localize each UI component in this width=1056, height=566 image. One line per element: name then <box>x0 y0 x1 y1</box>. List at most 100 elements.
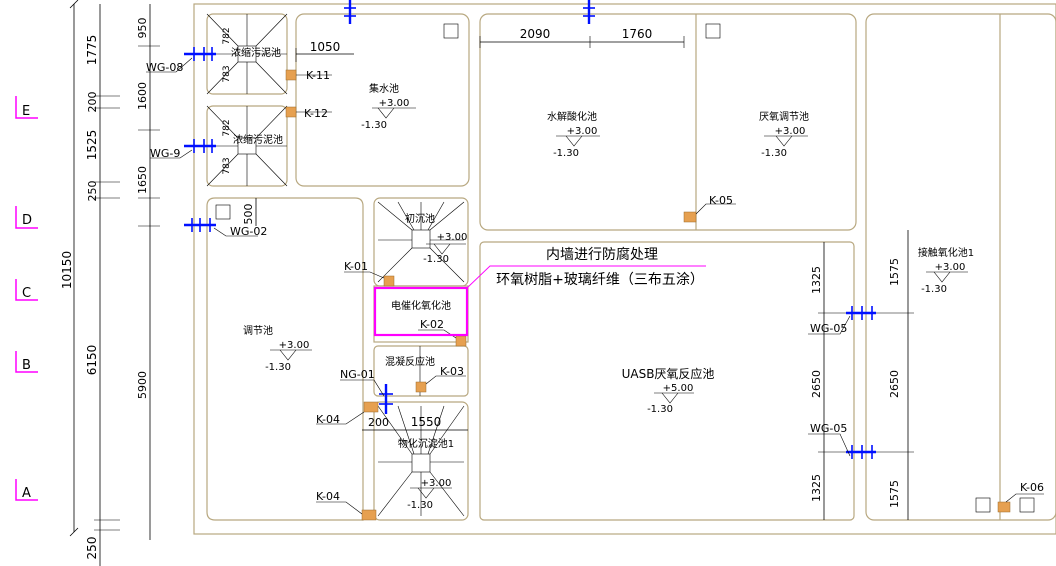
label-k05: K-05 <box>709 194 733 207</box>
dim-200-inner: 200 <box>368 416 389 429</box>
label-wg08: WG-08 <box>146 61 183 74</box>
dim-uasb-1325a: 1325 <box>810 266 823 294</box>
pipe-ng01[interactable] <box>379 384 393 414</box>
node-k03[interactable] <box>415 381 427 393</box>
top-dimensions: 1050 2090 1760 <box>295 27 685 62</box>
dim-783b: 783 <box>222 157 232 174</box>
dim-250: 250 <box>86 181 99 202</box>
elev-contact-low: -1.30 <box>921 284 947 295</box>
elev-biosed-top: +3.00 <box>421 478 452 489</box>
node-k01[interactable] <box>383 275 395 287</box>
axis-mark-a[interactable]: A <box>15 479 38 501</box>
node-k12[interactable] <box>285 106 297 118</box>
pipe-wg08[interactable] <box>184 47 216 61</box>
dim-bottom-250: 250 <box>85 537 99 560</box>
dim-1760: 1760 <box>622 27 653 41</box>
axis-label-b: B <box>22 358 31 373</box>
interior-dims: 500 200 1550 782 783 782 783 1325 2650 1… <box>222 27 914 520</box>
label-wg05b: WG-05 <box>810 422 847 435</box>
room-label-primary[interactable]: 初沉池 <box>405 212 435 225</box>
note-line2: 环氧树脂+玻璃纤维（三布五涂） <box>496 271 704 288</box>
room-label-collect[interactable]: 集水池 <box>369 82 399 95</box>
axis-mark-d[interactable]: D <box>15 206 38 229</box>
pipe-wg9[interactable] <box>184 139 216 153</box>
elev-contact-top: +3.00 <box>935 262 966 273</box>
node-k05[interactable] <box>683 211 697 223</box>
elev-primary-low: -1.30 <box>423 254 449 265</box>
room-labels: 浓缩污泥池 浓缩污泥池 集水池 +3.00 -1.30 水解酸化池 +3.00 … <box>231 46 974 511</box>
room-label-sludge2[interactable]: 浓缩污泥池 <box>233 133 283 146</box>
node-k02[interactable] <box>455 335 467 347</box>
dim-total-10150: 10150 <box>60 251 74 289</box>
dim-1775: 1775 <box>85 35 99 66</box>
elev-uasb-top: +5.00 <box>663 383 694 394</box>
dim-783a: 783 <box>222 65 232 82</box>
dim-1650: 1650 <box>136 166 149 194</box>
axis-mark-c[interactable]: C <box>15 279 38 301</box>
elev-hydro-top: +3.00 <box>567 126 598 137</box>
dim-1550: 1550 <box>411 415 442 429</box>
leader-labels: K-11 K-12 K-05 K-01 K-02 K-03 K-04 K-04 … <box>146 57 1044 515</box>
pipes <box>184 0 876 459</box>
node-k11[interactable] <box>285 69 297 81</box>
pipe-wg05b[interactable] <box>846 445 876 459</box>
dim-6150: 6150 <box>85 345 99 376</box>
label-wg02: WG-02 <box>230 225 267 238</box>
dim-1050: 1050 <box>310 40 341 54</box>
elev-collect-low: -1.30 <box>361 120 387 131</box>
elev-primary-top: +3.00 <box>437 232 468 243</box>
pipe-top-b[interactable] <box>583 0 595 24</box>
node-k04a[interactable] <box>363 401 379 413</box>
axis-mark-b[interactable]: B <box>15 351 38 373</box>
label-k12: K-12 <box>304 107 328 120</box>
room-label-contact[interactable]: 接触氧化池1 <box>918 246 974 259</box>
room-label-hydrolysis[interactable]: 水解酸化池 <box>547 110 597 123</box>
label-wg9: WG-9 <box>150 147 180 160</box>
elev-equal-top: +3.00 <box>279 340 310 351</box>
building-walls <box>193 3 1056 535</box>
dim-1525: 1525 <box>85 130 99 161</box>
k-nodes <box>285 69 1011 521</box>
room-label-anoxic[interactable]: 厌氧调节池 <box>759 110 809 123</box>
dim-500: 500 <box>242 204 255 225</box>
node-k04b[interactable] <box>361 509 377 521</box>
dim-5900: 5900 <box>136 371 149 399</box>
label-k04a: K-04 <box>316 413 340 426</box>
pipe-wg05a[interactable] <box>846 306 876 320</box>
room-label-equal[interactable]: 调节池 <box>243 324 273 337</box>
axis-label-e: E <box>22 104 30 119</box>
dim-2090: 2090 <box>520 27 551 41</box>
dim-right-1575b: 1575 <box>888 480 901 508</box>
label-k03: K-03 <box>440 365 464 378</box>
label-k04b: K-04 <box>316 490 340 503</box>
room-label-sludge1[interactable]: 浓缩污泥池 <box>231 46 281 59</box>
highlight-box[interactable] <box>373 286 469 337</box>
dim-200: 200 <box>86 92 99 113</box>
axis-label-c: C <box>22 286 31 301</box>
dim-1600: 1600 <box>136 82 149 110</box>
axis-label-d: D <box>22 213 32 228</box>
dim-782b: 782 <box>222 119 232 136</box>
elev-uasb-low: -1.30 <box>647 404 673 415</box>
room-label-electro[interactable]: 电催化氧化池 <box>391 299 451 312</box>
small-squares <box>215 23 1035 513</box>
left-dimension-chains: 10150 250 1775 200 1525 250 6150 950 160… <box>60 0 160 566</box>
dim-782a: 782 <box>222 27 232 44</box>
pipe-wg02[interactable] <box>184 218 216 232</box>
axis-label-a: A <box>22 486 31 501</box>
dim-uasb-1325b: 1325 <box>810 474 823 502</box>
label-k02: K-02 <box>420 318 444 331</box>
room-label-uasb[interactable]: UASB厌氧反应池 <box>622 366 715 381</box>
pipe-top-a[interactable] <box>344 0 356 24</box>
dim-uasb-2650: 2650 <box>810 370 823 398</box>
node-k06[interactable] <box>997 501 1011 513</box>
note-line1: 内墙进行防腐处理 <box>546 246 658 263</box>
room-label-biosed[interactable]: 物化沉淀池1 <box>398 437 454 450</box>
label-ng01: NG-01 <box>340 368 375 381</box>
elev-collect-top: +3.00 <box>379 98 410 109</box>
room-label-coag[interactable]: 混凝反应池 <box>385 355 435 368</box>
elev-equal-low: -1.30 <box>265 362 291 373</box>
axis-mark-e[interactable]: E <box>15 96 38 119</box>
anticorrosion-note: 内墙进行防腐处理 环氧树脂+玻璃纤维（三布五涂） <box>373 246 706 337</box>
